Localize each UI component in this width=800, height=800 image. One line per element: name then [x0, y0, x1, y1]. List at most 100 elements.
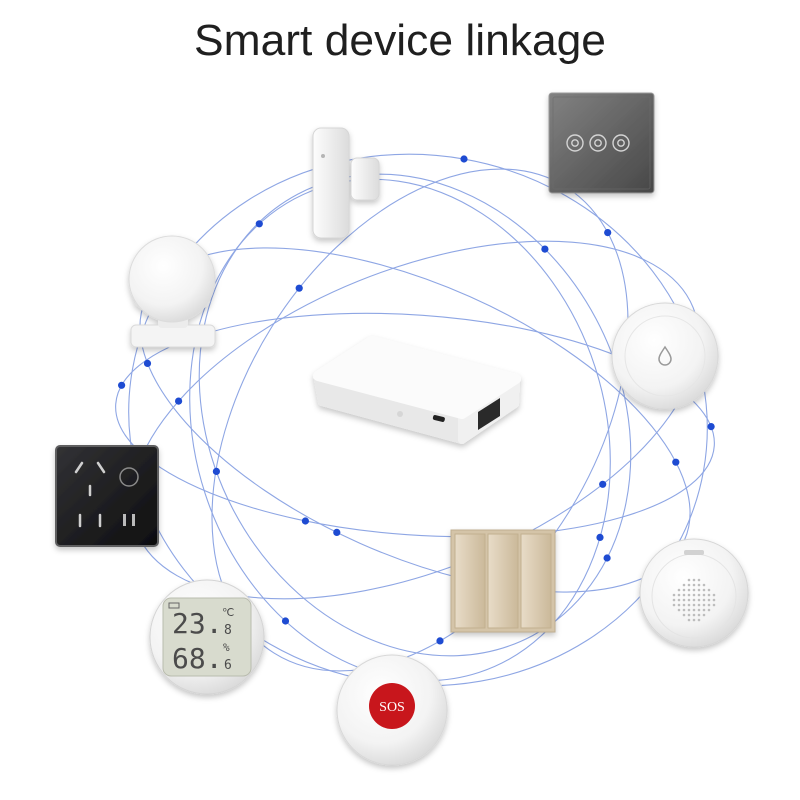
lcd-screen — [162, 597, 252, 677]
speaker-hole — [687, 578, 691, 582]
link-node-dot — [604, 229, 612, 237]
speaker-hole — [692, 608, 696, 612]
speaker-hole — [677, 598, 681, 602]
temperature-unit: ℃ — [222, 606, 234, 619]
speaker-hole — [687, 583, 691, 587]
orbit-path — [115, 312, 715, 538]
link-node-dot — [281, 617, 290, 625]
orbit-path — [198, 173, 632, 657]
link-node-dot — [333, 528, 341, 537]
speaker-hole — [692, 613, 696, 617]
speaker-hole — [677, 588, 681, 592]
pir-sensor-dome — [128, 235, 216, 323]
speaker-hole — [692, 618, 696, 622]
link-node-dot — [672, 458, 680, 466]
link-node-dot — [460, 155, 468, 163]
water-leak-sensor — [611, 302, 719, 410]
sos-red-key — [369, 683, 415, 729]
switch-rocker — [454, 533, 486, 629]
speaker-hole — [687, 608, 691, 612]
link-node-dot — [118, 381, 126, 389]
speaker-grille — [672, 578, 716, 622]
temperature-value: 23. — [172, 607, 223, 640]
link-node-dot — [541, 245, 549, 253]
speaker-hole — [682, 588, 686, 592]
link-node-dot — [255, 220, 263, 228]
pir-sensor-base — [130, 324, 216, 348]
speaker-hole — [672, 603, 676, 607]
speaker-hole — [697, 608, 701, 612]
three-gang-switch — [450, 529, 556, 633]
touch-key-icon — [119, 467, 139, 487]
link-node-dot — [175, 397, 183, 405]
speaker-hole — [682, 598, 686, 602]
speaker-hole — [702, 613, 706, 617]
speaker-hole — [687, 588, 691, 592]
usb-port — [132, 514, 135, 526]
speaker-hole — [697, 598, 701, 602]
speaker-hole — [682, 593, 686, 597]
gateway-hub — [313, 336, 521, 444]
speaker-hole — [697, 613, 701, 617]
siren-indicator — [684, 550, 704, 555]
speaker-hole — [692, 598, 696, 602]
status-led — [397, 411, 403, 417]
link-node-dot — [143, 359, 152, 367]
ethernet-port — [478, 398, 500, 430]
speaker-hole — [692, 583, 696, 587]
door-sensor-indicator — [321, 154, 325, 158]
touch-key-icon — [612, 134, 630, 152]
speaker-hole — [682, 608, 686, 612]
speaker-hole — [712, 603, 716, 607]
sos-emergency-button: SOS — [336, 654, 448, 766]
speaker-hole — [712, 593, 716, 597]
speaker-hole — [677, 603, 681, 607]
link-node-dot — [599, 480, 607, 488]
speaker-hole — [702, 598, 706, 602]
link-node-dot — [212, 467, 220, 475]
link-node-dot — [603, 554, 611, 562]
smoke-siren-sensor — [639, 538, 749, 648]
temperature-decimal: 8 — [224, 623, 232, 638]
battery-icon — [168, 602, 180, 609]
sos-label: SOS — [379, 700, 405, 715]
speaker-hole — [672, 598, 676, 602]
speaker-hole — [687, 603, 691, 607]
speaker-hole — [677, 593, 681, 597]
speaker-hole — [697, 593, 701, 597]
speaker-hole — [687, 598, 691, 602]
speaker-hole — [687, 613, 691, 617]
speaker-hole — [692, 603, 696, 607]
socket-plate — [55, 445, 159, 547]
link-node-dot — [295, 284, 303, 292]
speaker-hole — [697, 618, 701, 622]
water-drop-icon — [658, 345, 672, 366]
speaker-hole — [697, 578, 701, 582]
pir-motion-sensor — [128, 235, 216, 348]
speaker-hole — [702, 608, 706, 612]
speaker-hole — [707, 603, 711, 607]
smart-wall-socket — [55, 445, 159, 547]
humidity-unit: % — [223, 641, 230, 654]
door-sensor-magnet — [350, 157, 380, 201]
page-title: Smart device linkage — [194, 16, 606, 65]
hub-top-face — [313, 336, 521, 419]
speaker-hole — [677, 608, 681, 612]
speaker-hole — [697, 588, 701, 592]
micro-usb-port — [432, 415, 445, 422]
switch-rocker — [520, 533, 552, 629]
touch-switch-panel — [548, 92, 655, 194]
speaker-hole — [712, 598, 716, 602]
door-sensor-body — [312, 127, 350, 239]
speaker-hole — [707, 588, 711, 592]
socket-outlet-holes — [74, 461, 106, 528]
humidity-value: 68. — [172, 642, 223, 675]
usb-port — [123, 514, 126, 526]
link-node-dot — [436, 637, 444, 645]
speaker-hole — [707, 608, 711, 612]
speaker-hole — [687, 593, 691, 597]
link-node-dot — [301, 517, 309, 525]
humidity-decimal: 6 — [224, 658, 232, 673]
touch-key-icon — [566, 134, 584, 152]
